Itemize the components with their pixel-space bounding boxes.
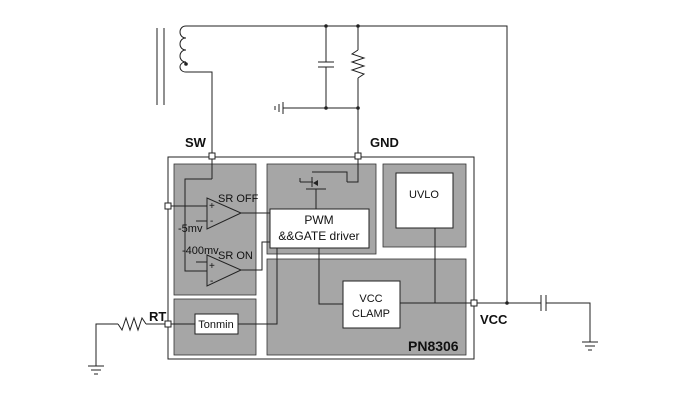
snubber-resistor (350, 49, 366, 79)
sr-off-plus: + (209, 201, 215, 212)
pwm-gate-driver-box (269, 208, 370, 249)
uvlo-label: UVLO (409, 189, 439, 201)
vcc-clamp-label-1: VCC (359, 293, 382, 305)
tonmin-box (194, 313, 239, 335)
junction-dot (324, 106, 328, 110)
tonmin-to-pwm-wire (238, 248, 278, 325)
rt-ground-wire (95, 323, 118, 366)
junction-dot (324, 24, 328, 28)
winding-polarity-dot (184, 62, 188, 66)
vcc-clamp-label-2: CLAMP (352, 308, 390, 320)
uvlo-box (395, 172, 454, 229)
sw-to-sron-wire (184, 178, 212, 272)
vcc-pin (470, 299, 478, 307)
sr-off-label: SR OFF (218, 193, 259, 205)
gate-driver-label: &&GATE driver (278, 229, 359, 243)
mosfet-arrow (313, 180, 318, 186)
sw-pin (208, 152, 216, 160)
sw-wire (186, 71, 213, 155)
gnd-internal-wire (347, 159, 359, 183)
sr-on-plus: + (209, 261, 215, 272)
rt-pin-label: RT (149, 309, 166, 324)
tonmin-label: Tonmin (198, 319, 233, 331)
sr-off-minus: - (210, 216, 213, 227)
vcc-cap-ground-wire (546, 302, 591, 342)
sr-on-comparator (206, 254, 243, 287)
top-rail-wire (186, 25, 508, 303)
mosfet-source-wire (312, 171, 348, 182)
gnd-pin (354, 152, 362, 160)
chip-name-label: PN8306 (408, 338, 459, 354)
threshold-minus-400mv: -400mv (182, 245, 219, 257)
sr-off-comparator (206, 197, 243, 230)
sense-pin (164, 202, 172, 210)
sr-on-minus: - (210, 276, 213, 287)
gnd-pin-label: GND (370, 135, 399, 150)
sw-pin-label: SW (185, 135, 207, 150)
pwm-to-clamp-wire (318, 248, 343, 305)
rt-resistor (117, 316, 147, 332)
junction-dot (356, 106, 360, 110)
vcc-clamp-box (342, 280, 401, 329)
threshold-minus-5mv: -5mv (178, 223, 203, 235)
vcc-pin-label: VCC (480, 312, 508, 327)
sr-on-label: SR ON (218, 250, 253, 262)
pwm-label: PWM (304, 213, 333, 227)
junction-dot (356, 24, 360, 28)
sron-output-wire (241, 241, 270, 271)
transformer-winding (179, 25, 187, 73)
